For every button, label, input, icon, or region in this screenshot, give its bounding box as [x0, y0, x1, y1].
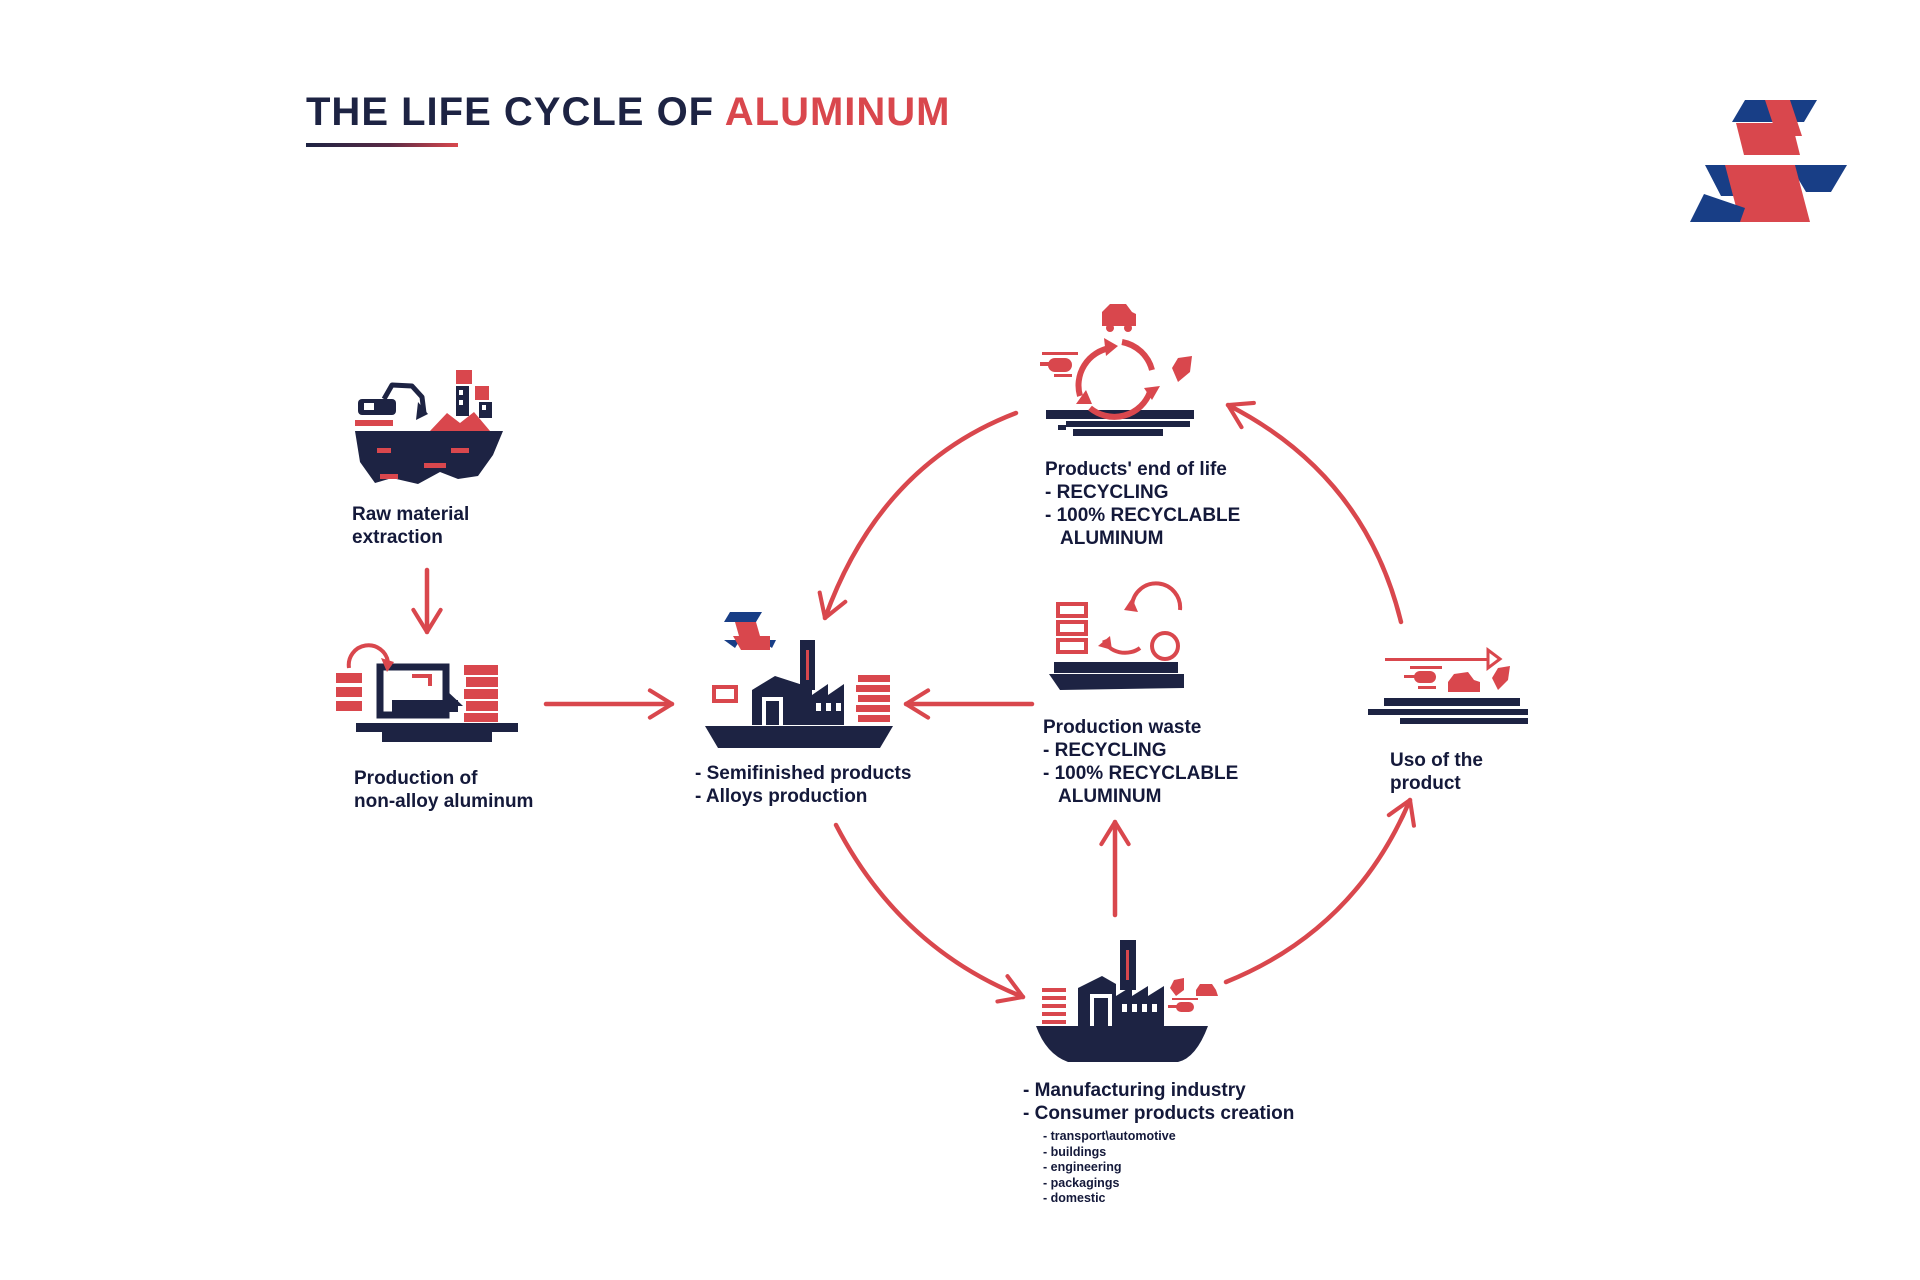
label-non-alloy-line-1: Production of	[354, 768, 478, 789]
label-semifinished: - Semifinished products - Alloys product…	[695, 762, 911, 808]
product-use-icon	[1368, 647, 1528, 724]
label-non-alloy: Production of non-alloy aluminum	[354, 767, 533, 813]
label-manufacturing-line-1: - Manufacturing industry	[1023, 1080, 1246, 1101]
list-item: - buildings	[1043, 1144, 1107, 1159]
label-use: Uso of the product	[1390, 749, 1483, 795]
factory-icon	[705, 612, 893, 748]
arrow-semifinished-to-manufacturing	[833, 822, 1026, 1004]
list-item: - packagings	[1043, 1175, 1120, 1190]
arrow-use-to-endoflife	[1225, 400, 1404, 625]
label-production-waste-line-4: ALUMINUM	[1058, 786, 1162, 807]
smelter-icon	[336, 643, 518, 742]
label-manufacturing-line-2: - Consumer products creation	[1023, 1103, 1295, 1124]
label-end-of-life-line-4: ALUMINUM	[1060, 528, 1164, 549]
label-end-of-life: Products' end of life - RECYCLING - 100%…	[1045, 458, 1240, 550]
arrow-endoflife-to-semifinished	[817, 410, 1019, 621]
title-part-1: THE LIFE CYCLE OF	[306, 90, 715, 134]
flow-arrows	[411, 400, 1416, 1004]
label-end-of-life-line-1: Products' end of life	[1045, 459, 1227, 480]
label-production-waste-line-1: Production waste	[1043, 717, 1202, 738]
title-underline	[306, 143, 458, 147]
title-part-2: ALUMINUM	[724, 90, 951, 134]
label-production-waste-line-2: - RECYCLING	[1043, 740, 1167, 761]
label-raw-material-line-2: extraction	[352, 527, 443, 548]
label-semifinished-line-1: - Semifinished products	[695, 763, 912, 784]
arrow-manufacturing-to-use	[1223, 797, 1416, 985]
label-use-line-1: Uso of the	[1390, 750, 1483, 771]
label-raw-material: Raw material extraction	[352, 503, 469, 549]
label-end-of-life-line-2: - RECYCLING	[1045, 482, 1169, 503]
page-title: THE LIFE CYCLE OF ALUMINUM	[306, 88, 951, 136]
company-logo-icon	[1690, 100, 1847, 222]
label-semifinished-line-2: - Alloys production	[695, 786, 868, 807]
manufacturing-factory-icon	[1036, 940, 1218, 1062]
waste-recycling-icon	[1049, 581, 1184, 690]
manufacturing-sub-list: - transport\automotive - buildings - eng…	[1043, 1129, 1176, 1207]
list-item: - domestic	[1043, 1191, 1106, 1205]
label-production-waste: Production waste - RECYCLING - 100% RECY…	[1043, 716, 1238, 808]
list-item: - engineering	[1043, 1160, 1122, 1174]
list-item: - transport\automotive	[1043, 1129, 1176, 1143]
label-use-line-2: product	[1390, 773, 1461, 794]
label-production-waste-line-3: - 100% RECYCLABLE	[1043, 763, 1239, 784]
recycling-cycle-icon	[1040, 304, 1194, 436]
label-manufacturing: - Manufacturing industry - Consumer prod…	[1023, 1079, 1294, 1125]
label-raw-material-line-1: Raw material	[352, 504, 470, 525]
label-end-of-life-line-3: - 100% RECYCLABLE	[1045, 505, 1241, 526]
mining-island-icon	[355, 370, 503, 484]
label-non-alloy-line-2: non-alloy aluminum	[354, 791, 534, 812]
